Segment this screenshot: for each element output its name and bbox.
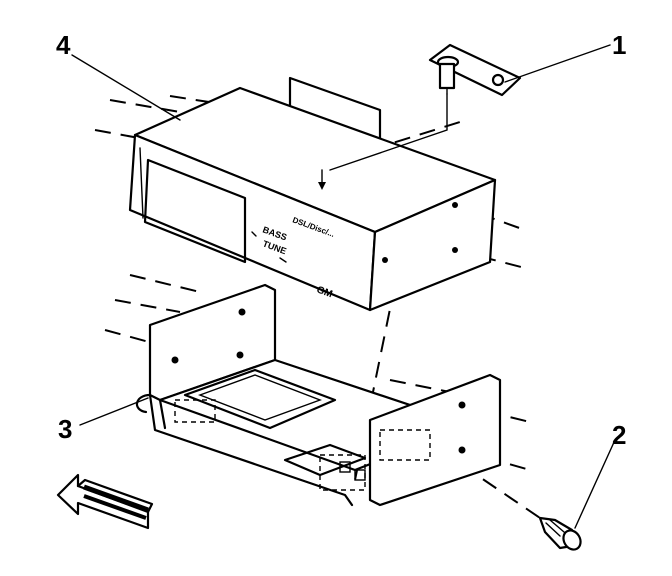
ground-strap-icon — [329, 43, 522, 171]
mounting-bracket — [136, 283, 502, 507]
bracket-hole — [236, 351, 244, 359]
mount-hole — [452, 247, 458, 253]
bracket-hole — [171, 356, 179, 364]
bracket-hole — [458, 401, 466, 409]
callout-2: 2 — [612, 420, 626, 450]
callout-3: 3 — [58, 414, 72, 444]
arrow-down-icon — [318, 182, 326, 190]
callouts: 1 2 3 4 — [56, 30, 626, 450]
bracket-hole — [458, 446, 466, 454]
callout-4: 4 — [56, 30, 71, 60]
radio-unit: DSL/Disc/... BASS TUNE GM — [128, 76, 497, 312]
logo-label: GM — [315, 284, 334, 300]
mount-hole — [382, 257, 388, 263]
bracket-hole — [238, 308, 246, 316]
callout-leaders — [71, 44, 616, 529]
callout-1: 1 — [612, 30, 626, 60]
bolt-icon — [538, 516, 582, 551]
front-arrow-icon — [56, 473, 154, 530]
mount-hole — [452, 202, 458, 208]
